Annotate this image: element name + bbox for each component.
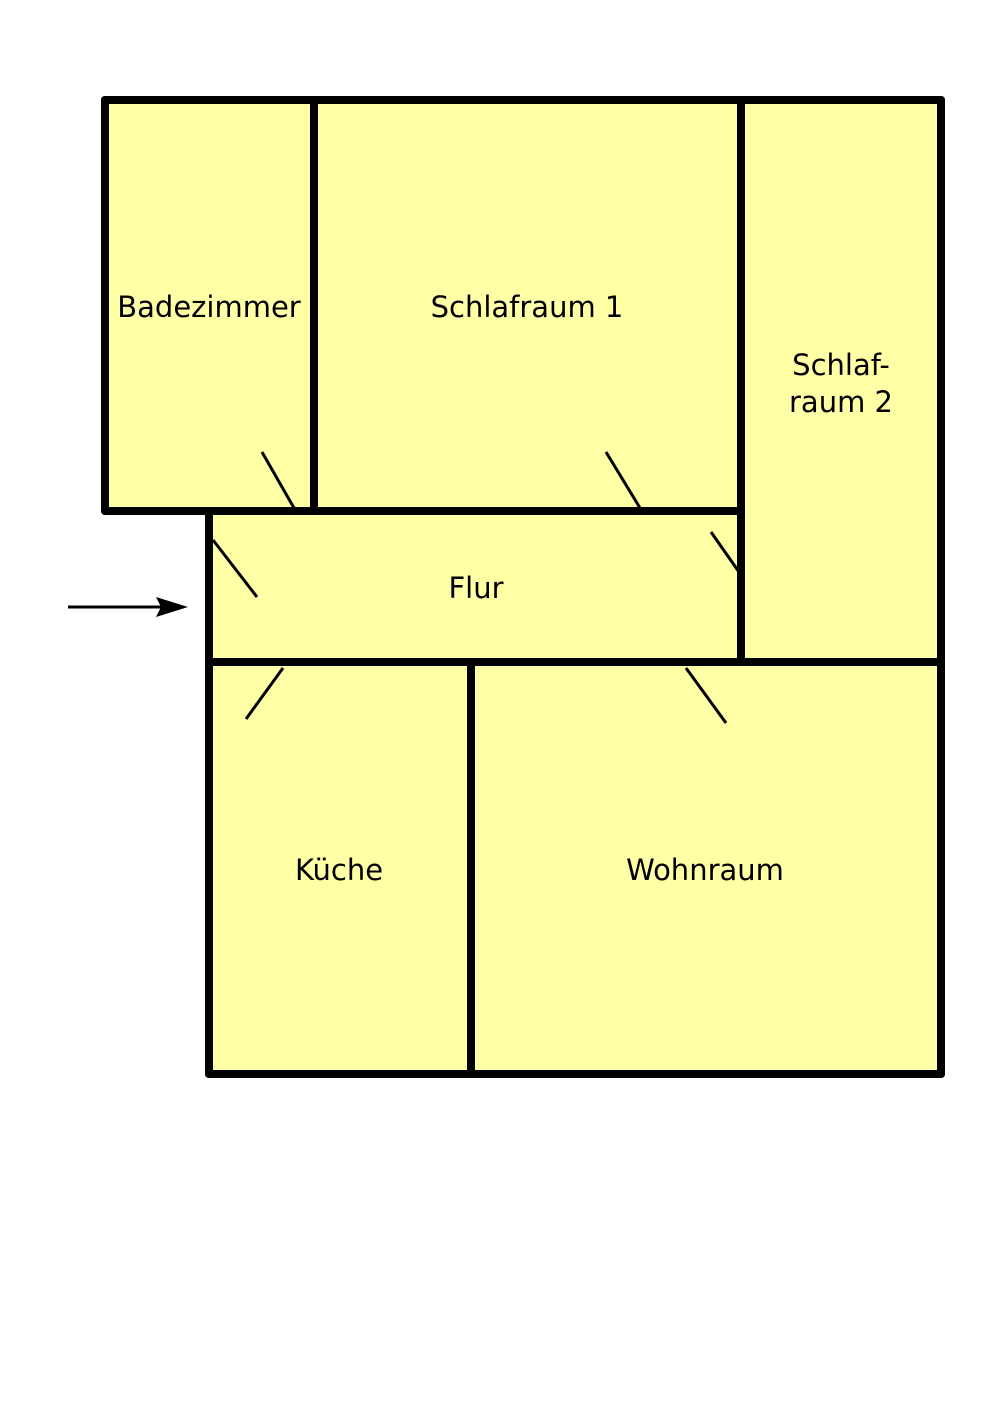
- door-wohnraum: [684, 667, 728, 724]
- label-flur: Flur: [448, 571, 503, 605]
- door-entrance: [211, 539, 259, 598]
- room-flur: [209, 511, 741, 662]
- door-schlafraum-2: [709, 531, 741, 573]
- room-badezimmer: [105, 100, 314, 511]
- label-kueche: Küche: [295, 853, 383, 887]
- door-badezimmer: [260, 451, 296, 509]
- arrow-head: [156, 597, 188, 617]
- label-schlafraum-2-line2: raum 2: [789, 385, 893, 419]
- room-wohnraum: [471, 662, 941, 1074]
- label-wohnraum: Wohnraum: [626, 853, 784, 887]
- walls: [101, 96, 945, 1078]
- room-schlafraum-1: [314, 100, 741, 511]
- label-badezimmer: Badezimmer: [117, 290, 301, 324]
- label-schlafraum-1: Schlafraum 1: [431, 290, 624, 324]
- entrance-arrow: [68, 597, 188, 617]
- door-kueche: [244, 667, 285, 720]
- room-kueche: [209, 662, 471, 1074]
- room-schlafraum-2: [741, 100, 941, 662]
- door-schlafraum-1: [604, 451, 642, 509]
- label-schlafraum-2-line1: Schlaf-: [792, 348, 890, 382]
- doors: [211, 451, 741, 724]
